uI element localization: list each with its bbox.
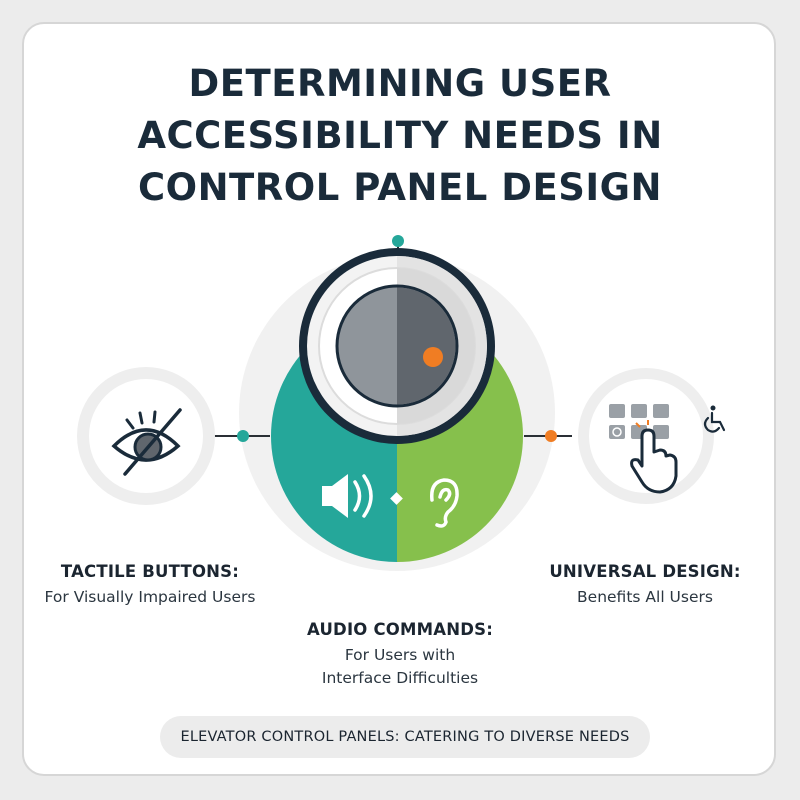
universal-subtitle: Benefits All Users <box>577 588 713 606</box>
ear-icon <box>430 478 459 528</box>
top-connector-dot <box>392 235 404 247</box>
audio-heading: AUDIO COMMANDS: <box>307 620 493 639</box>
diamond-separator-icon <box>390 492 403 505</box>
knob-face-dark-half <box>397 287 456 405</box>
universal-heading: UNIVERSAL DESIGN: <box>549 562 741 581</box>
keypad-hand-icon <box>609 404 678 494</box>
title-line-3: CONTROL PANEL DESIGN <box>137 166 662 209</box>
footer-text: ELEVATOR CONTROL PANELS: CATERING TO DIV… <box>180 729 630 745</box>
title-line-1: DETERMINING USER <box>188 62 612 105</box>
knob-indicator-dot <box>423 347 443 367</box>
audio-subtitle-line-2: Interface Difficulties <box>321 669 479 687</box>
footer-banner: ELEVATOR CONTROL PANELS: CATERING TO DIV… <box>160 716 650 758</box>
left-connector-dot <box>237 430 249 442</box>
speaker-icon <box>322 474 373 518</box>
right-connector-dot <box>545 430 557 442</box>
title-line-2: ACCESSIBILITY NEEDS IN <box>137 114 663 157</box>
wheelchair-icon <box>703 405 726 433</box>
tactile-subtitle: For Visually Impaired Users <box>44 588 256 606</box>
audio-subtitle-line-1: For Users with <box>344 646 456 664</box>
tactile-heading: TACTILE BUTTONS: <box>60 562 240 581</box>
eye-slash-icon <box>111 408 182 476</box>
page-title: DETERMINING USER ACCESSIBILITY NEEDS IN … <box>40 58 760 214</box>
